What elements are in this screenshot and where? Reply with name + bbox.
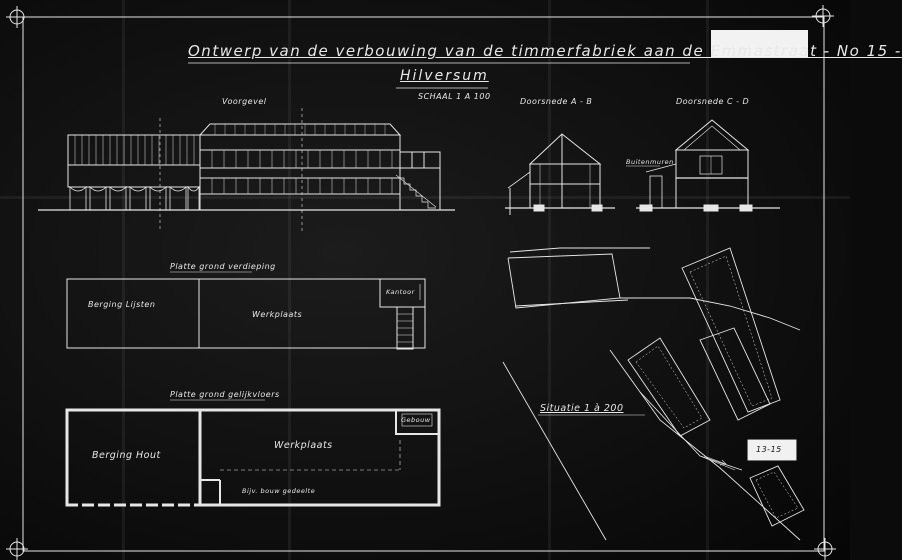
blueprint-drawing bbox=[6, 5, 836, 560]
section-ab bbox=[505, 133, 615, 215]
corner-mark-tl bbox=[6, 6, 28, 28]
site-plan-tag: 13-15 bbox=[756, 445, 782, 454]
fold-crease bbox=[706, 0, 709, 560]
site-plan-title: Situatie 1 à 200 bbox=[540, 403, 624, 414]
fold-crease bbox=[548, 0, 551, 560]
side-note-label: Buitenmuren bbox=[626, 158, 674, 166]
ground-plan-room-3: Gebouw bbox=[401, 416, 431, 424]
upper-plan-room-3: Kantoor bbox=[386, 288, 415, 296]
fold-crease bbox=[0, 196, 850, 199]
drawing-place: Hilversum bbox=[400, 68, 489, 84]
sheet-border bbox=[22, 16, 825, 552]
corner-mark-tr bbox=[812, 5, 834, 27]
ground-plan-room-2: Werkplaats bbox=[274, 440, 333, 451]
ground-floor-plan bbox=[65, 399, 441, 507]
front-elevation bbox=[38, 108, 455, 232]
section-ab-label: Doorsnede A - B bbox=[520, 97, 593, 106]
section-cd-label: Doorsnede C - D bbox=[676, 97, 750, 106]
upper-plan-room-2: Werkplaats bbox=[252, 310, 303, 319]
corner-mark-br bbox=[814, 538, 836, 560]
drawing-title: Ontwerp van de verbouwing van de timmerf… bbox=[188, 42, 902, 60]
section-cd bbox=[626, 119, 780, 212]
site-plan bbox=[502, 247, 805, 541]
upper-plan-room-1: Berging Lijsten bbox=[88, 300, 156, 309]
upper-plan-title: Platte grond verdieping bbox=[170, 262, 276, 271]
label-stamp bbox=[711, 30, 808, 57]
upper-floor-plan bbox=[66, 271, 426, 350]
ground-plan-title: Platte grond gelijkvloers bbox=[170, 390, 280, 399]
ground-plan-note: Bijv. bouw gedeelte bbox=[242, 487, 316, 495]
fold-crease bbox=[122, 0, 125, 560]
drawing-scale: SCHAAL 1 A 100 bbox=[418, 92, 491, 101]
fold-crease bbox=[288, 0, 291, 560]
corner-mark-bl bbox=[6, 538, 28, 560]
ground-plan-room-1: Berging Hout bbox=[92, 450, 161, 461]
front-elevation-label: Voorgevel bbox=[222, 97, 267, 106]
